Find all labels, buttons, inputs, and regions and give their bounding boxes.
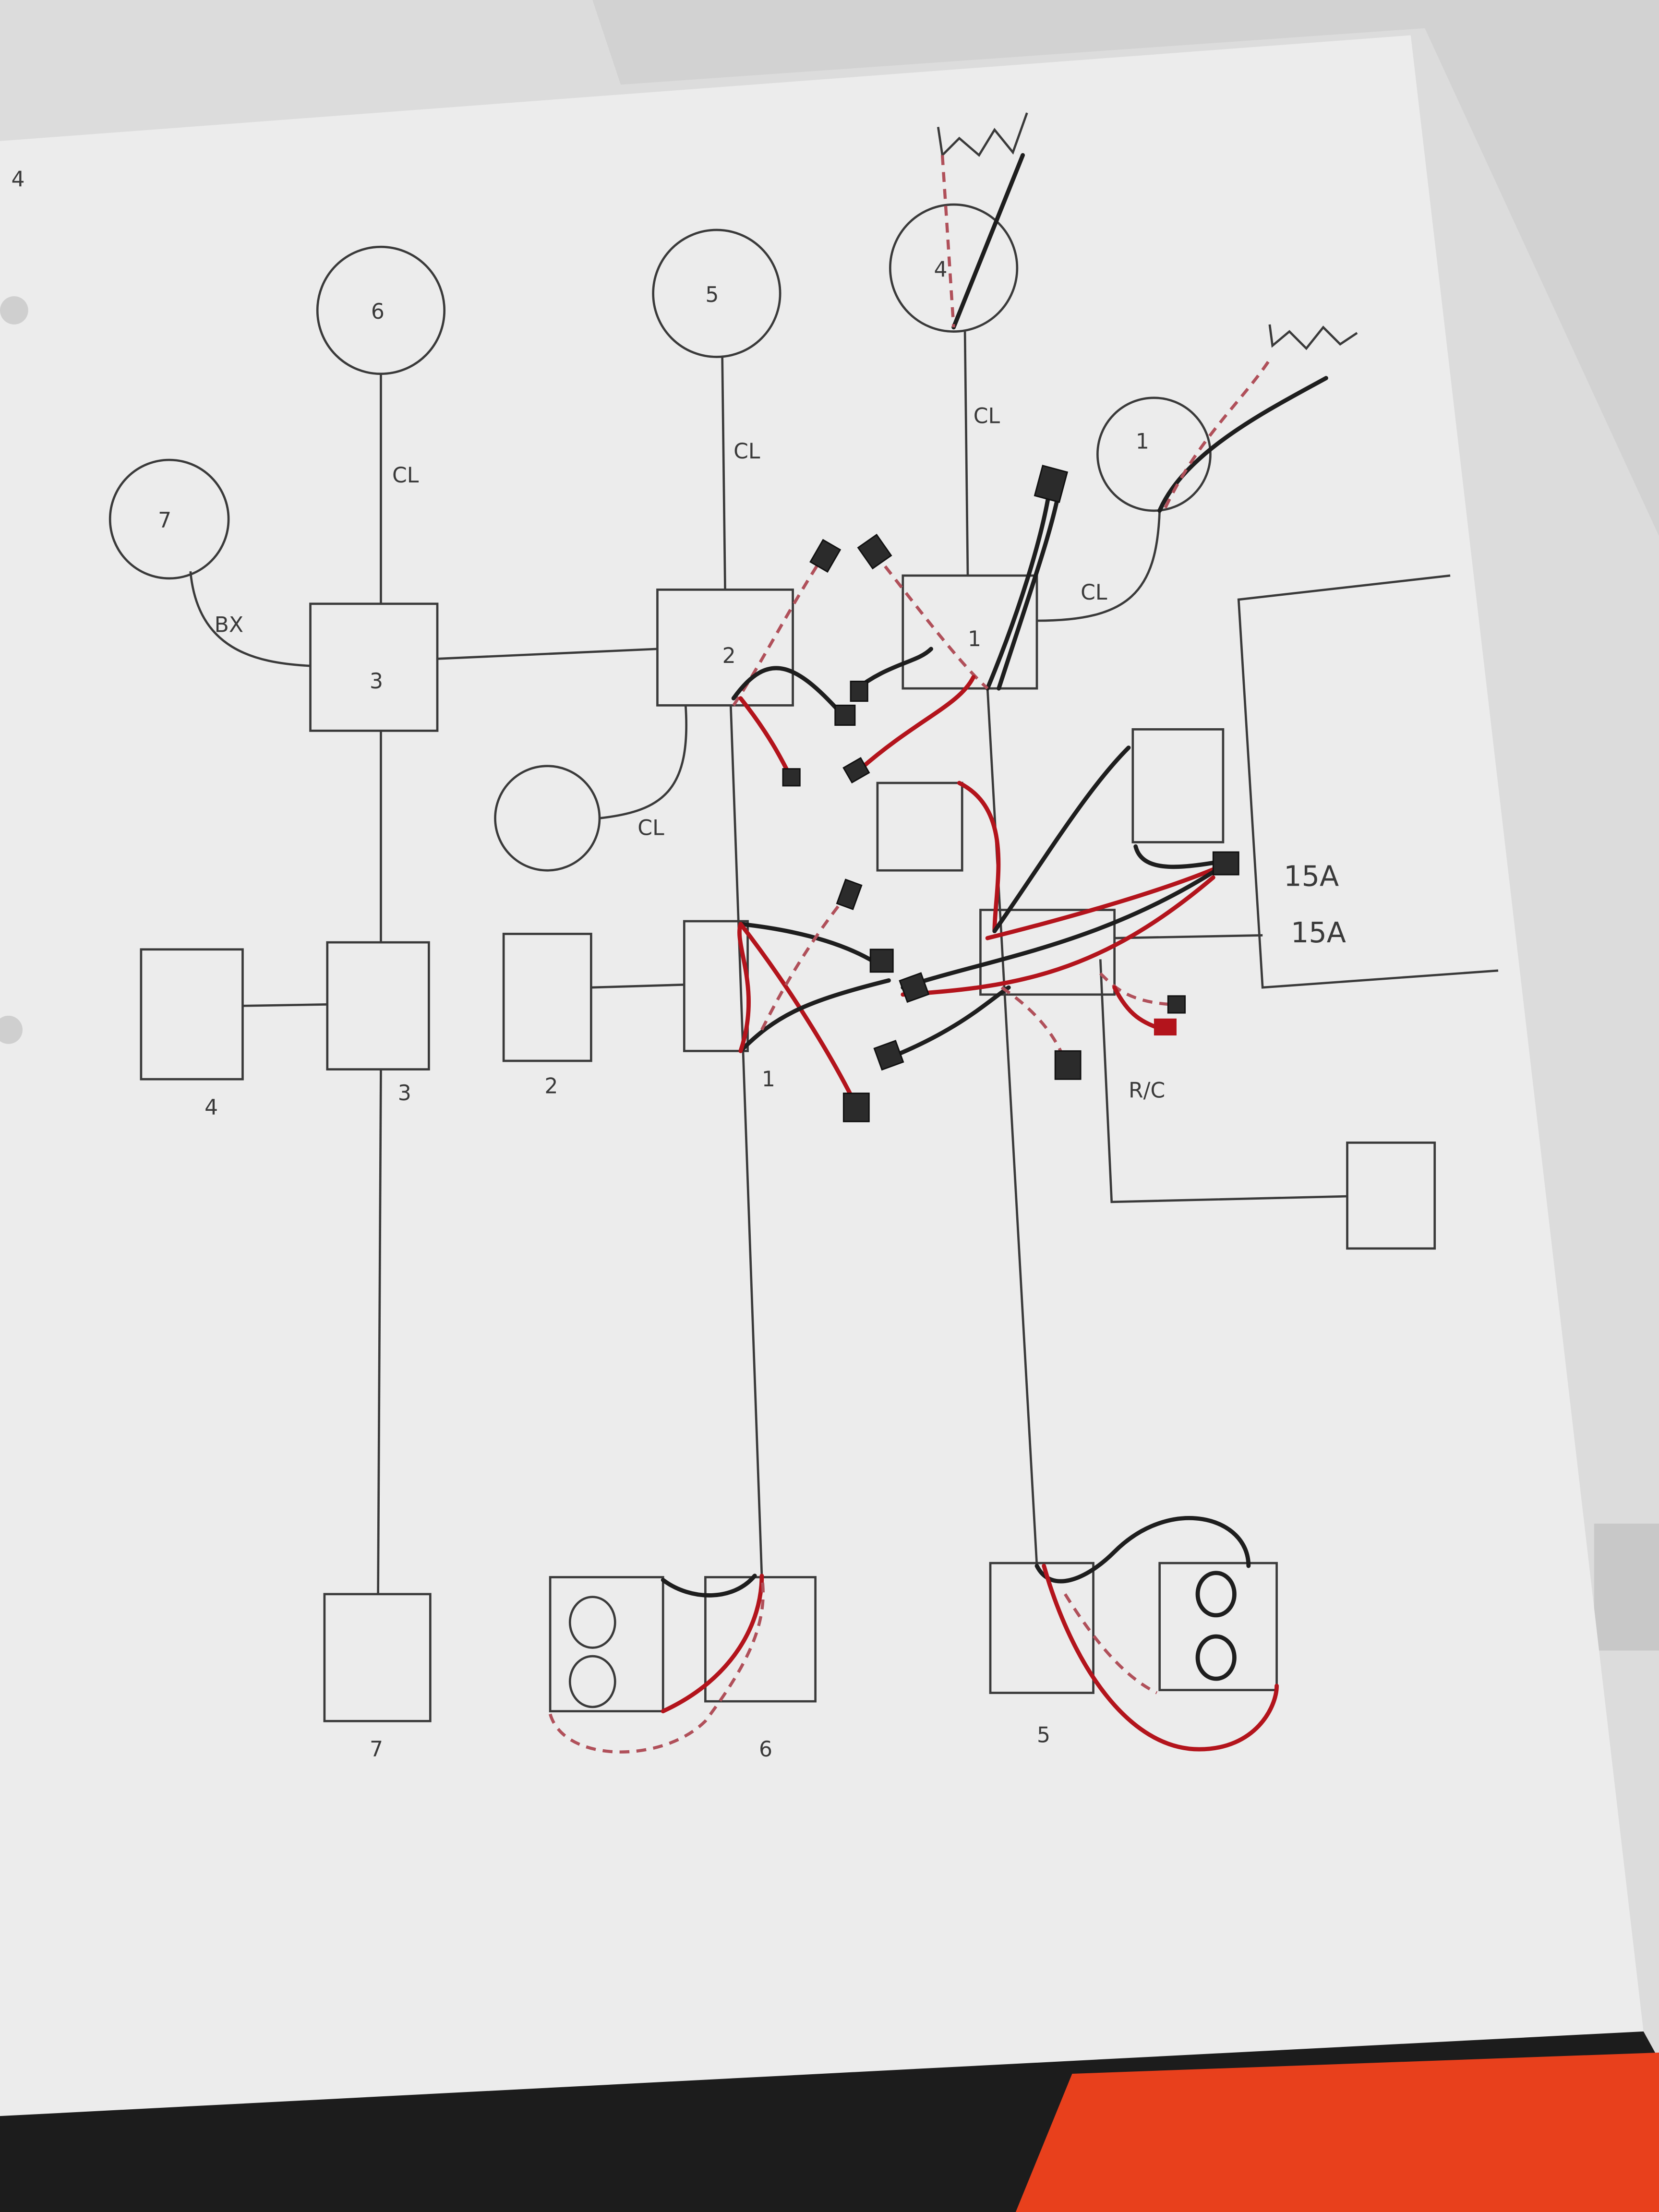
junction-box-3: 3 (309, 602, 439, 732)
light-7: 7 (108, 458, 230, 580)
outlet-5: 5 (989, 1516, 1279, 1752)
cable-label: BX (215, 613, 243, 637)
svg-text:7: 7 (370, 1737, 383, 1762)
remote-box (1346, 1142, 1436, 1250)
breaker-label: 15A (1284, 860, 1339, 893)
conductors (731, 153, 1328, 1122)
junction-box-center (979, 909, 1116, 996)
punch-hole (0, 1015, 23, 1044)
svg-text:5: 5 (705, 283, 719, 307)
svg-text:3: 3 (370, 669, 383, 694)
cable-rc (1099, 959, 1347, 1203)
switch-2: 2 (502, 933, 592, 1099)
svg-text:4: 4 (934, 257, 947, 282)
svg-text:5: 5 (1037, 1723, 1050, 1747)
cable-light4 (963, 331, 969, 576)
device-edge (1594, 1523, 1659, 1651)
cable-label: CL (637, 816, 664, 841)
svg-text:6: 6 (371, 300, 385, 324)
svg-text:4: 4 (204, 1095, 218, 1120)
outlet-6: 6 (549, 1574, 817, 1762)
cable-label: CL (974, 404, 1000, 429)
switch-4: 4 (140, 948, 244, 1120)
panel: 15A 15A (1237, 574, 1499, 989)
cable-label: CL (733, 439, 760, 464)
breaker-label: 15A (1291, 916, 1346, 949)
cable-label: CL (1081, 580, 1107, 605)
svg-text:3: 3 (398, 1081, 411, 1106)
switch-3: 3 (326, 941, 430, 1106)
cable-label: CL (392, 463, 419, 488)
outlet-7: 7 (323, 1593, 432, 1762)
punch-hole (0, 296, 28, 325)
light-4: 4 (889, 203, 1019, 333)
cable-light7 (189, 571, 311, 667)
junction-box-1: 1 (902, 574, 1038, 690)
svg-text:1: 1 (1136, 430, 1149, 454)
svg-text:1: 1 (968, 627, 981, 651)
cable-box3-box2 (437, 648, 658, 660)
svg-text:7: 7 (158, 508, 171, 533)
cable-light1 (1036, 510, 1161, 622)
receptacle-note: R/C (1129, 1078, 1165, 1103)
lamp-holder-1 (1268, 324, 1358, 350)
svg-text:6: 6 (759, 1737, 772, 1762)
cable-light5 (721, 357, 726, 590)
orange-vest (1015, 2052, 1659, 2212)
paper-sheet (0, 35, 1644, 2130)
switch-box-b (1131, 728, 1225, 843)
light-5: 5 (652, 228, 781, 358)
light-1: 1 (1096, 397, 1212, 512)
svg-text:1: 1 (762, 1067, 775, 1092)
corner-note: 4 (12, 167, 25, 192)
switch-box-a (876, 781, 963, 872)
svg-text:2: 2 (722, 644, 736, 668)
cable-unlabeled-light (599, 705, 688, 819)
svg-text:2: 2 (544, 1074, 558, 1099)
